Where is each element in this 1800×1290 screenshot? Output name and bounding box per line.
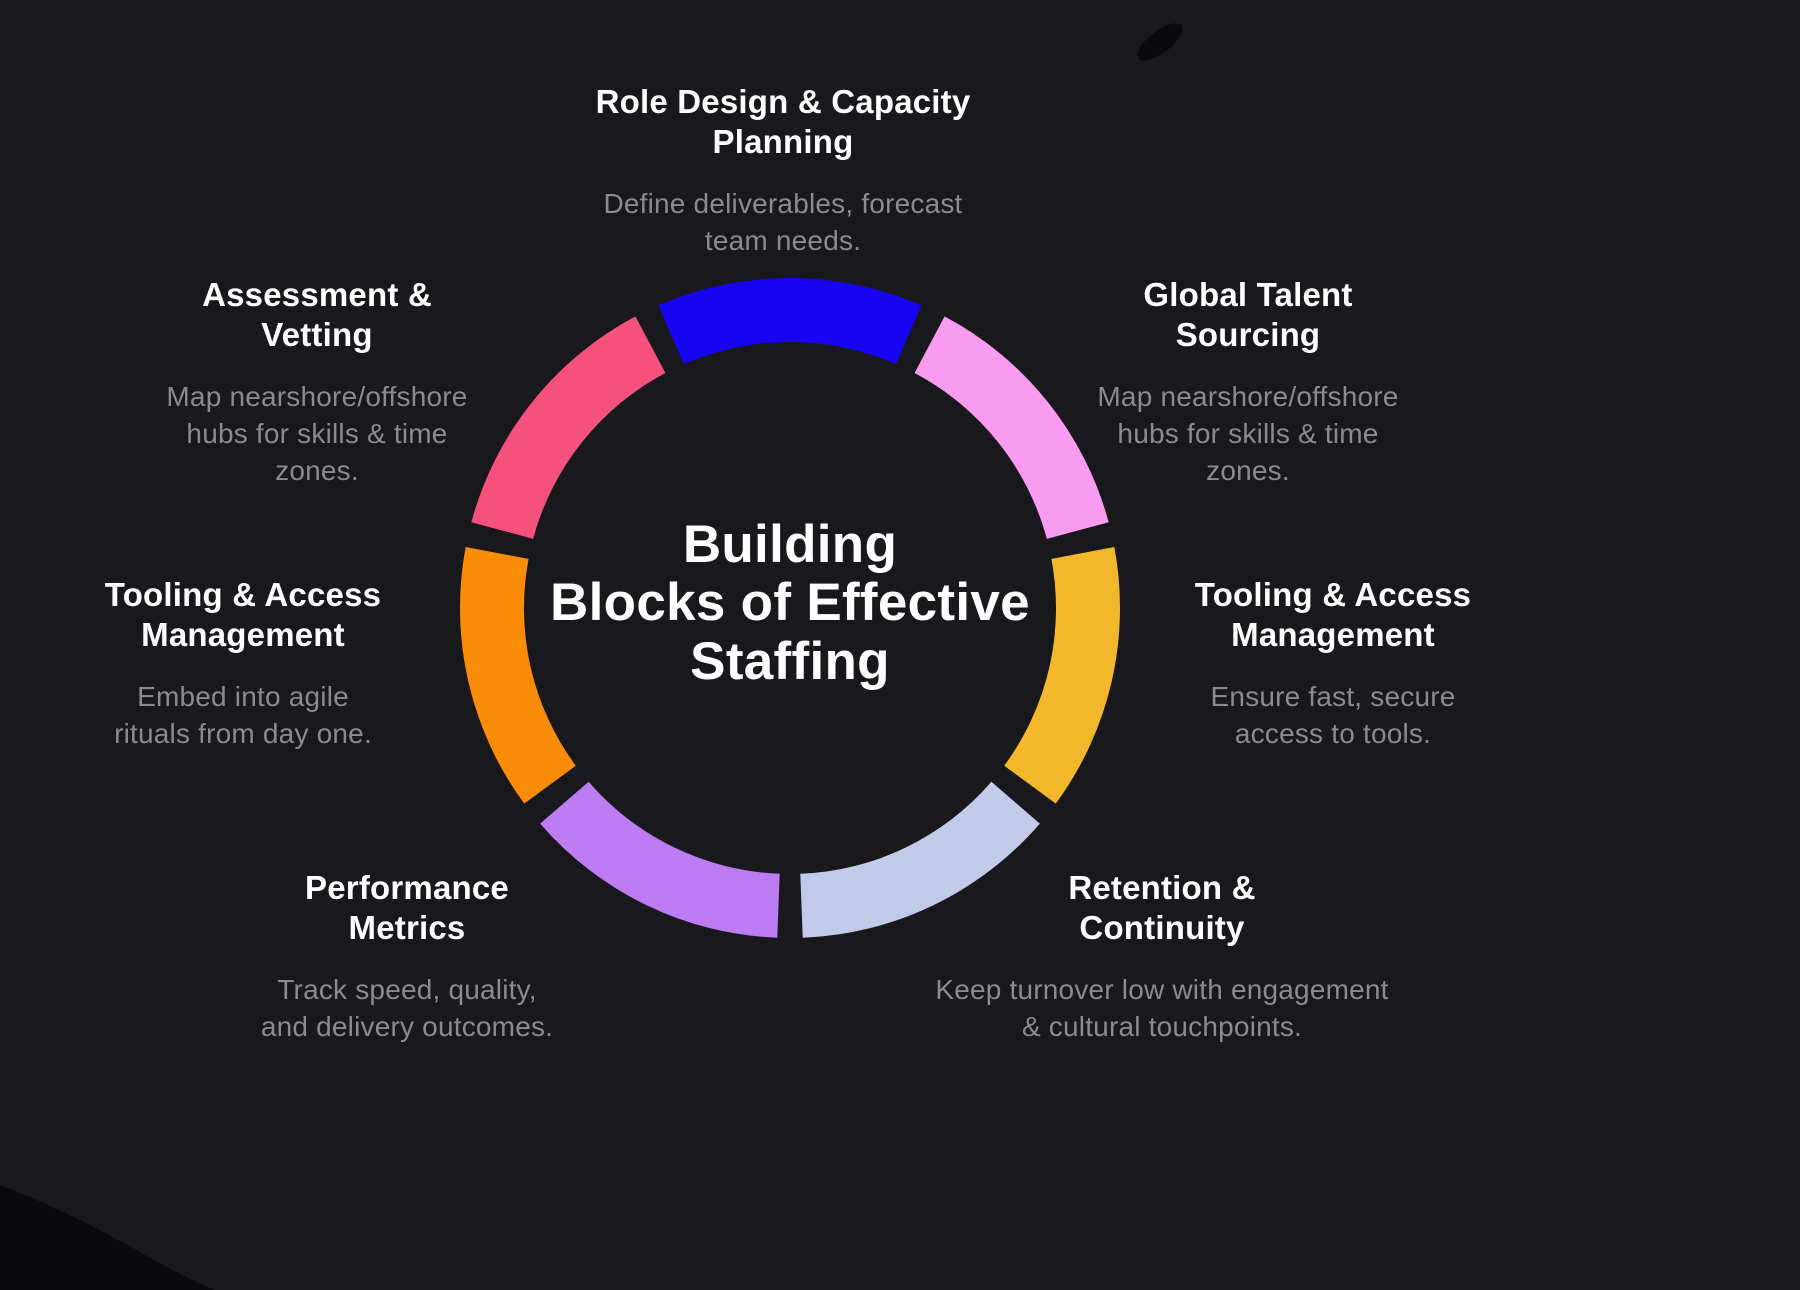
segment-retention-continuity [800,781,1040,938]
heading-performance-metrics: Performance Metrics [305,869,509,947]
segment-tooling-access-management-right [1004,547,1120,804]
segment-role-design-capacity-planning [658,277,922,365]
body-global-talent-sourcing: Map nearshore/offshore hubs for skills &… [1097,380,1399,486]
diagram-center-title: Building Blocks of Effective Staffing [550,515,1030,691]
label-tooling-access-management-left: Tooling & Access Management Embed into a… [43,575,443,752]
label-tooling-access-management-right: Tooling & Access Management Ensure fast,… [1123,575,1543,752]
label-retention-continuity: Retention & Continuity Keep turnover low… [882,868,1442,1045]
label-assessment-vetting: Assessment & Vetting Map nearshore/offsh… [117,275,517,489]
heading-global-talent-sourcing: Global Talent Sourcing [1143,276,1353,354]
ink-speck-top [1137,23,1183,61]
label-role-design-capacity-planning: Role Design & Capacity Planning Define d… [483,82,1083,259]
segment-global-talent-sourcing [914,316,1109,539]
heading-retention-continuity: Retention & Continuity [1068,869,1256,947]
body-assessment-vetting: Map nearshore/offshore hubs for skills &… [166,380,468,486]
body-role-design-capacity-planning: Define deliverables, forecast team needs… [603,187,963,256]
body-tooling-access-management-left: Embed into agile rituals from day one. [114,680,372,749]
label-global-talent-sourcing: Global Talent Sourcing Map nearshore/off… [1048,275,1448,489]
body-retention-continuity: Keep turnover low with engagement & cult… [935,973,1389,1042]
body-tooling-access-management-right: Ensure fast, secure access to tools. [1210,680,1456,749]
segment-tooling-access-management-left [460,547,576,804]
decorative-blobs [0,23,1183,1290]
segment-performance-metrics [540,781,780,938]
segment-assessment-vetting [471,316,666,539]
heading-assessment-vetting: Assessment & Vetting [202,276,432,354]
body-performance-metrics: Track speed, quality, and delivery outco… [260,973,554,1042]
heading-tooling-access-management-right: Tooling & Access Management [1194,576,1472,654]
heading-tooling-access-management-left: Tooling & Access Management [104,576,382,654]
heading-role-design-capacity-planning: Role Design & Capacity Planning [595,83,971,161]
ink-blob-bottom-left [0,1185,215,1290]
label-performance-metrics: Performance Metrics Track speed, quality… [187,868,627,1045]
donut-segments [460,277,1120,938]
